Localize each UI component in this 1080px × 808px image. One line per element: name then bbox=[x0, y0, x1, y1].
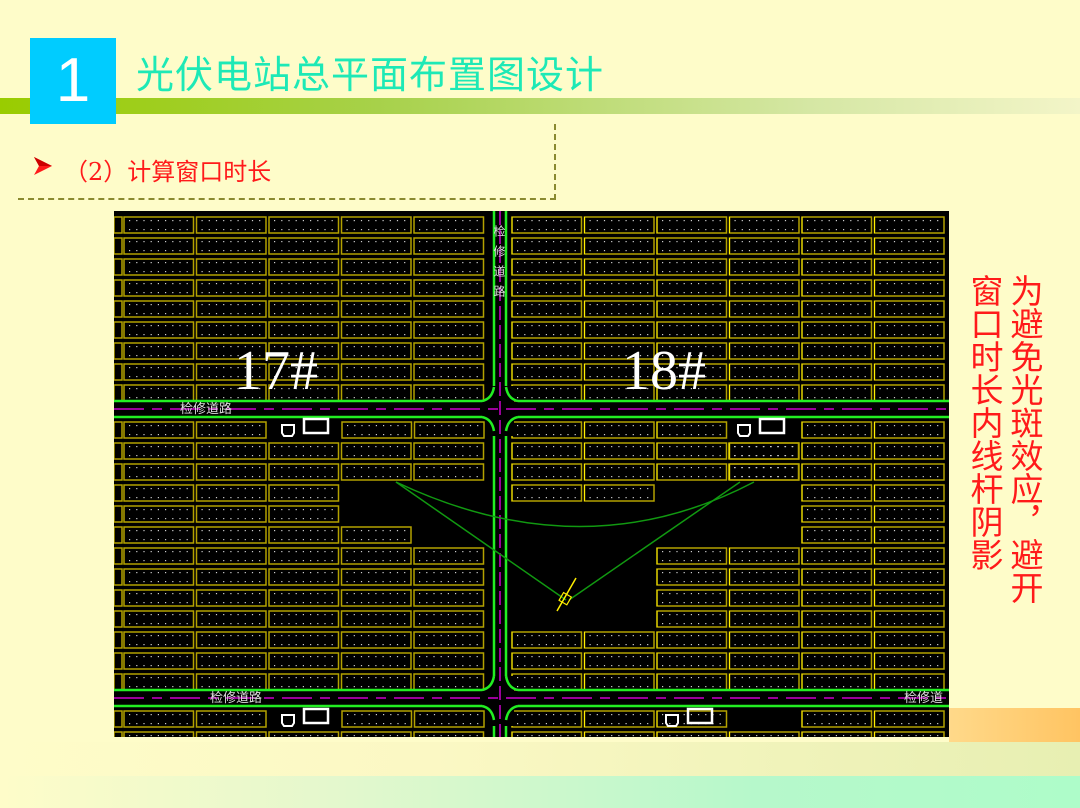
arrow-bullet-icon bbox=[34, 157, 52, 175]
road-label-4: 检修道路 bbox=[492, 224, 506, 305]
road-label-2: 检修道路 bbox=[210, 690, 262, 706]
subtitle-dashed-frame bbox=[18, 124, 556, 200]
block-label-1: 17# bbox=[234, 340, 318, 402]
title-underline-bar bbox=[0, 98, 1080, 114]
decor-band-middle bbox=[0, 742, 1080, 776]
subtitle: （2）计算窗口时长 bbox=[64, 158, 272, 186]
page-title: 光伏电站总平面布置图设计 bbox=[136, 53, 605, 97]
annotation-column-2: 窗口时长内线杆阴影 bbox=[965, 274, 1004, 571]
cad-site-plan-drawing: 17#18#检修道路检修道路检修道检修道路 bbox=[114, 211, 949, 737]
site-plan-canvas: 17#18#检修道路检修道路检修道检修道路 bbox=[114, 211, 949, 737]
block-label-2: 18# bbox=[622, 340, 706, 402]
decor-band-bottom bbox=[0, 776, 1080, 808]
decor-band-orange bbox=[949, 708, 1080, 742]
road-label-3: 检修道 bbox=[904, 691, 943, 706]
road-label-1: 检修道路 bbox=[180, 401, 232, 417]
section-number-badge: 1 bbox=[30, 38, 116, 124]
utility-pole-icon bbox=[556, 577, 577, 612]
annotation-column-1: 为避免光斑效应，避开 bbox=[1005, 274, 1044, 604]
